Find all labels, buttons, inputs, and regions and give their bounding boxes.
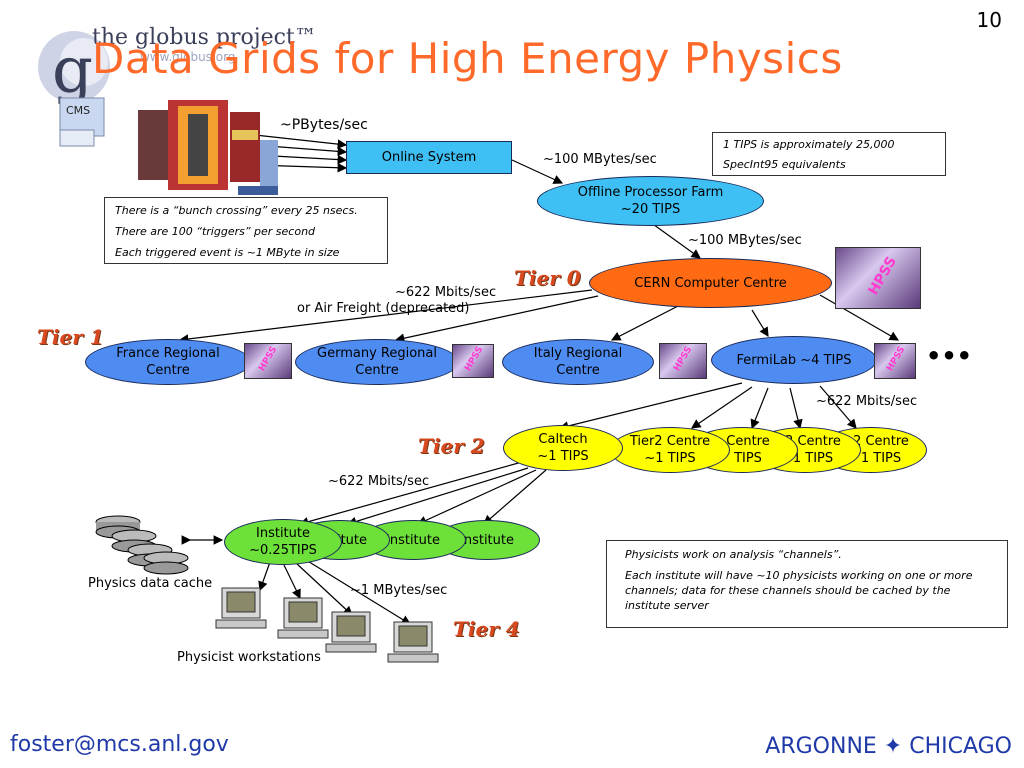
caltech-line: ~1 TIPS bbox=[537, 449, 589, 464]
offline-farm-tips: ~20 TIPS bbox=[620, 202, 681, 217]
tier0-label: Tier 0 bbox=[514, 266, 581, 290]
germany-line: Centre bbox=[355, 363, 399, 378]
caltech-to-institute-line bbox=[298, 461, 523, 527]
detector-rate-label: ~PBytes/sec bbox=[280, 117, 368, 133]
more-centres-ellipsis: ••• bbox=[926, 342, 973, 370]
hpss-label: HPSS bbox=[865, 254, 901, 298]
globus-brand: the globus project™ bbox=[92, 25, 317, 50]
caltech-node: Caltech ~1 TIPS bbox=[503, 425, 623, 471]
fermilab-to-tier2c-line bbox=[819, 385, 857, 429]
tier2-centre-node: Tier2 Centre ~1 TIPS bbox=[610, 427, 730, 473]
tier2-line: Centre bbox=[726, 434, 770, 449]
caltech-line: Caltech bbox=[538, 432, 588, 447]
air-freight-label: or Air Freight (deprecated) bbox=[297, 301, 470, 316]
detector-to-online-line bbox=[254, 134, 348, 149]
cern-node: CERN Computer Centre bbox=[589, 258, 832, 308]
hpss-label: HPSS bbox=[672, 344, 695, 374]
italy-line: Centre bbox=[556, 363, 600, 378]
hpss-label: HPSS bbox=[257, 344, 280, 374]
caltech-to-institute-line bbox=[416, 469, 537, 525]
tips-note-line: 1 TIPS is approximately 25,000 bbox=[723, 138, 895, 151]
institute-to-ws-line bbox=[295, 562, 353, 616]
tier2-line: TIPS bbox=[734, 451, 762, 466]
hpss-label: HPSS bbox=[885, 344, 908, 374]
bunch-note-line: There are 100 “triggers” per second bbox=[115, 225, 316, 238]
cms-detector-image bbox=[59, 97, 278, 195]
tier2-line: Tier2 Centre bbox=[629, 434, 711, 449]
online-to-farm-line bbox=[511, 159, 564, 184]
slide-number: 10 bbox=[976, 8, 1002, 32]
footer-email: foster@mcs.anl.gov bbox=[10, 732, 229, 757]
institute-to-ws-line bbox=[283, 564, 301, 600]
institute-line: Institute bbox=[256, 526, 310, 541]
institute-line: ~0.25TIPS bbox=[249, 543, 317, 558]
bunch-note: There is a “bunch crossing” every 25 nse… bbox=[104, 197, 388, 264]
fermilab-to-tier2-label: ~622 Mbits/sec bbox=[816, 394, 918, 409]
tier2-line: 2 Centre bbox=[785, 434, 841, 449]
fermilab-node: FermiLab ~4 TIPS bbox=[711, 336, 877, 384]
hpss-storage-icon: HPSS bbox=[659, 343, 707, 379]
france-line: Centre bbox=[146, 363, 190, 378]
globus-g-logo: g bbox=[38, 31, 110, 108]
tier1-label: Tier 1 bbox=[37, 325, 104, 349]
cms-label: CMS bbox=[66, 104, 91, 117]
physicists-note: Physicists work on analysis “channels”. … bbox=[606, 540, 1008, 628]
italy-line: Italy Regional bbox=[533, 346, 623, 361]
offline-farm-name: Offline Processor Farm bbox=[577, 185, 724, 200]
svg-text:g: g bbox=[52, 34, 93, 108]
cern-to-france-line bbox=[178, 289, 593, 344]
tier2-line: 1 TIPS bbox=[860, 451, 902, 466]
caltech-to-institute-line bbox=[483, 469, 547, 525]
tier2-label: Tier 2 bbox=[418, 434, 485, 458]
page-title: Data Grids for High Energy Physics bbox=[92, 34, 843, 83]
physics-cache-label: Physics data cache bbox=[88, 576, 213, 591]
tier2-line: ~1 TIPS bbox=[644, 451, 696, 466]
fermilab-to-tier2b-line bbox=[789, 387, 803, 430]
physicists-note-line: Each institute will have ~10 physicists … bbox=[625, 569, 973, 612]
online-system-node: Online System bbox=[346, 141, 512, 174]
offline-farm-node: Offline Processor Farm ~20 TIPS bbox=[537, 176, 764, 226]
workstations-label: Physicist workstations bbox=[177, 650, 321, 665]
cern-to-tier1-label: ~622 Mbits/sec bbox=[395, 285, 497, 300]
farm-to-cern-label: ~100 MBytes/sec bbox=[688, 233, 802, 248]
hpss-label: HPSS bbox=[463, 344, 486, 374]
hpss-storage-icon: HPSS bbox=[874, 343, 916, 379]
tier4-label: Tier 4 bbox=[453, 617, 520, 641]
institute-to-ws-line bbox=[258, 561, 271, 592]
france-line: France Regional bbox=[116, 346, 220, 361]
cern-to-italy-line bbox=[610, 304, 681, 341]
fermilab-to-tier2-line bbox=[691, 386, 753, 429]
globus-url: www.globus.org bbox=[140, 50, 236, 64]
tier2-line: 2 Centre bbox=[853, 434, 909, 449]
institute-to-ws-line bbox=[305, 559, 412, 625]
bunch-note-line: Each triggered event is ~1 MByte in size bbox=[115, 246, 340, 259]
cern-to-fermilab-line bbox=[751, 309, 769, 338]
bunch-note-line: There is a “bunch crossing” every 25 nse… bbox=[115, 204, 358, 217]
physicists-note-line: Physicists work on analysis “channels”. bbox=[625, 548, 842, 561]
cern-to-germany-line bbox=[394, 295, 599, 343]
institute-to-ws-label: ~1 MBytes/sec bbox=[350, 583, 448, 598]
tips-note-line: SpecInt95 equivalents bbox=[723, 158, 846, 171]
hpss-storage-icon: HPSS bbox=[452, 344, 494, 378]
online-to-farm-label: ~100 MBytes/sec bbox=[543, 152, 657, 167]
germany-line: Germany Regional bbox=[317, 346, 437, 361]
tier2-line: 1 TIPS bbox=[792, 451, 834, 466]
fermilab-to-caltech-line bbox=[558, 382, 743, 431]
farm-to-cern-line bbox=[649, 221, 701, 259]
footer-org: ARGONNE ✦ CHICAGO bbox=[765, 734, 1012, 759]
hpss-storage-icon: HPSS bbox=[244, 343, 292, 379]
hpss-storage-icon: HPSS bbox=[835, 247, 921, 309]
cern-to-more-line bbox=[819, 294, 900, 341]
tips-note: 1 TIPS is approximately 25,000 SpecInt95… bbox=[712, 132, 946, 176]
institute-main-node: Institute ~0.25TIPS bbox=[224, 519, 342, 565]
tier2-to-institute-label: ~622 Mbits/sec bbox=[328, 474, 430, 489]
physics-data-cache-icon bbox=[95, 515, 189, 575]
caltech-to-institute-line bbox=[346, 467, 529, 527]
physicist-workstations-icon bbox=[215, 587, 439, 663]
fermilab-to-tier2a-line bbox=[750, 387, 769, 430]
